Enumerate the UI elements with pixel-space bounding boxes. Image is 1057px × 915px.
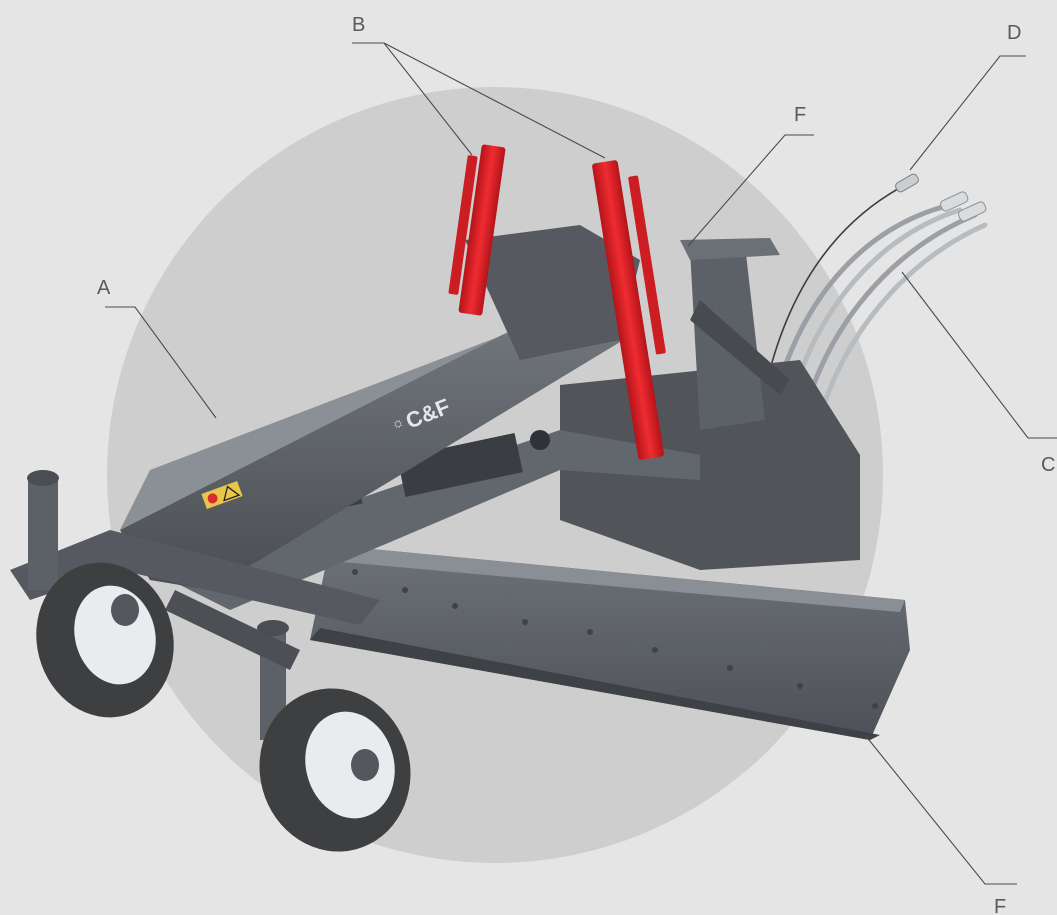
leader-d xyxy=(909,55,1026,171)
hose-couplers xyxy=(895,173,987,222)
leader-a xyxy=(105,306,217,419)
hydraulic-cylinder-right xyxy=(592,160,666,460)
brand-gear-icon: ☼ xyxy=(388,413,406,433)
front-left-wheel xyxy=(36,562,174,718)
callout-a: A xyxy=(97,277,111,299)
leader-f-top xyxy=(687,134,814,247)
callout-f-bottom: F xyxy=(994,896,1006,915)
front-right-wheel xyxy=(259,688,411,852)
callout-d: D xyxy=(1007,22,1021,44)
callout-b: B xyxy=(352,14,365,36)
cable-plug xyxy=(895,173,919,193)
callout-f-top: F xyxy=(794,104,806,126)
leader-b-right xyxy=(383,42,606,159)
hydraulic-cylinder-left xyxy=(448,144,506,316)
grader-blade xyxy=(310,545,910,740)
callout-c: C xyxy=(1041,454,1055,476)
leader-lines xyxy=(105,42,1057,885)
leader-c xyxy=(901,271,1057,439)
main-drawbar xyxy=(120,225,640,590)
warning-decal xyxy=(201,480,243,510)
leader-f-bottom xyxy=(864,734,1017,885)
